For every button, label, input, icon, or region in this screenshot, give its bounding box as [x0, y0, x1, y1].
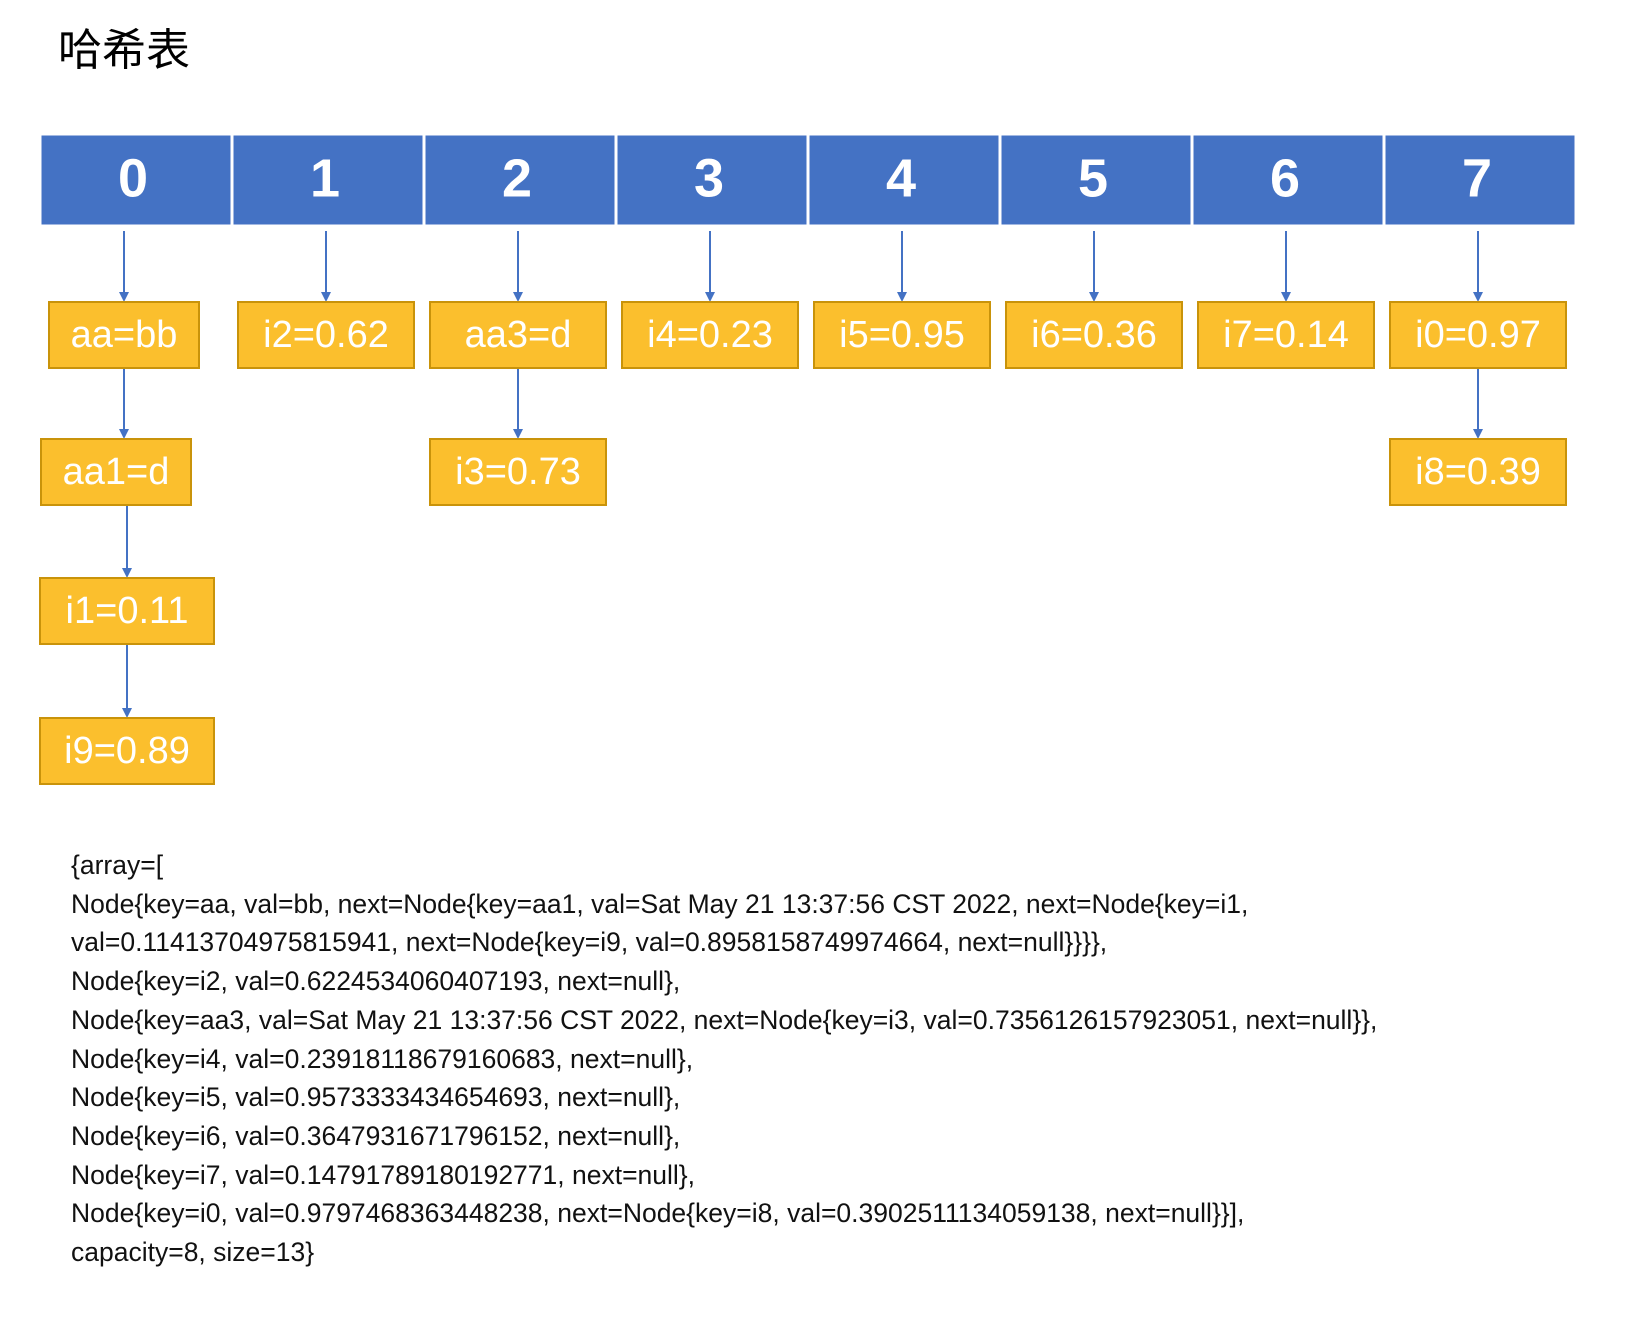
bucket-cell: [1190, 132, 1386, 228]
output-line: capacity=8, size=13}: [71, 1237, 315, 1268]
entry-node-label: i7=0.14: [1223, 314, 1349, 356]
entry-node: [39, 577, 215, 645]
entry-node: [1389, 301, 1567, 369]
page-title: 哈希表: [58, 25, 190, 76]
entry-node-label: aa=bb: [71, 314, 178, 356]
output-line: Node{key=i2, val=0.6224534060407193, nex…: [71, 966, 681, 997]
bucket-index-label: 4: [886, 148, 916, 208]
entry-node: [1197, 301, 1375, 369]
entry-node-label: i0=0.97: [1415, 314, 1541, 356]
entry-node-label: i9=0.89: [64, 730, 190, 772]
hash-table-output-text: {array=[ Node{key=aa, val=bb, next=Node{k…: [71, 846, 1601, 1272]
bucket-index-label: 6: [1270, 148, 1300, 208]
entry-node-label: i2=0.62: [263, 314, 389, 356]
output-line: {array=[: [71, 850, 164, 880]
bucket-cell: [806, 132, 1002, 228]
entry-node-label: aa3=d: [465, 314, 572, 356]
bucket-cell: [998, 132, 1194, 228]
bucket-index-label: 7: [1462, 148, 1492, 208]
entry-node: [621, 301, 799, 369]
bucket-cell: [230, 132, 426, 228]
entry-node: [1389, 438, 1567, 506]
entry-node: [429, 301, 607, 369]
entry-node-label: i6=0.36: [1031, 314, 1157, 356]
output-line: Node{key=i6, val=0.3647931671796152, nex…: [71, 1120, 681, 1151]
bucket-index-label: 2: [502, 148, 532, 208]
bucket-index-label: 3: [694, 148, 724, 208]
entry-node-label: aa1=d: [63, 451, 170, 493]
bucket-cell: [1382, 132, 1578, 228]
bucket-index-label: 1: [310, 148, 340, 208]
entry-node: [40, 438, 192, 506]
entry-node: [237, 301, 415, 369]
entry-node-label: i4=0.23: [647, 314, 773, 356]
entry-node-label: i1=0.11: [66, 590, 189, 632]
bucket-index-label: 0: [118, 148, 148, 208]
entry-node-label: i5=0.95: [839, 314, 965, 356]
output-line: Node{key=aa3, val=Sat May 21 13:37:56 CS…: [71, 1004, 1378, 1035]
output-line: val=0.11413704975815941, next=Node{key=i…: [71, 927, 1108, 958]
entry-node: [429, 438, 607, 506]
output-line: Node{key=aa, val=bb, next=Node{key=aa1, …: [71, 888, 1249, 919]
bucket-cell: [38, 132, 234, 228]
output-line: Node{key=i0, val=0.9797468363448238, nex…: [71, 1198, 1245, 1229]
entry-node-label: i8=0.39: [1415, 451, 1541, 493]
entry-node: [813, 301, 991, 369]
entry-node: [1005, 301, 1183, 369]
bucket-index-label: 5: [1078, 148, 1108, 208]
entry-node: [48, 301, 200, 369]
entry-node-label: i3=0.73: [455, 451, 581, 493]
output-line: Node{key=i7, val=0.14791789180192771, ne…: [71, 1159, 696, 1190]
output-line: Node{key=i5, val=0.9573333434654693, nex…: [71, 1082, 681, 1113]
output-line: Node{key=i4, val=0.23918118679160683, ne…: [71, 1043, 694, 1074]
bucket-cell: [422, 132, 618, 228]
hash-table-diagram: 0 1 2 3 4 5 6 7 aa=bb aa1=d i1=0.11 i9=0.89 i2=0.62…: [38, 132, 1578, 785]
entry-node: [39, 717, 215, 785]
